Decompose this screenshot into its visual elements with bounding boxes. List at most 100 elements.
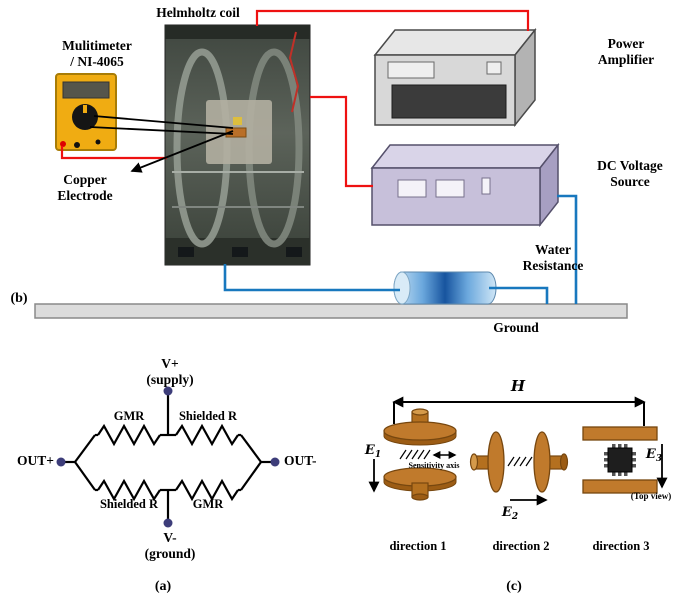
v-plus-text: V+: [161, 356, 179, 371]
bridge-terminals: [56, 386, 280, 528]
top-view-text: (Top view): [630, 491, 672, 501]
multimeter-dial: [72, 104, 98, 130]
dc-switch: [481, 177, 491, 195]
v-plus-terminal: [163, 386, 173, 396]
h-field-text: H: [510, 377, 526, 395]
direction-3-text: direction 3: [592, 539, 650, 553]
v-minus-terminal: [163, 518, 173, 528]
resistor-label-bottom-left: Shielded R: [84, 497, 174, 512]
dc-voltage-line1: DC Voltage: [597, 158, 663, 173]
gmr-chip: [604, 444, 636, 476]
power-amplifier-line2: Amplifier: [597, 51, 655, 67]
panel-b-text: (b): [10, 291, 28, 306]
resistor-shielded-top-right: [175, 423, 239, 447]
sensitivity-axis-text: Sensitivity axis: [408, 461, 460, 470]
direction-2-text: direction 2: [492, 539, 550, 553]
resistor-label-bottom-right: GMR: [178, 497, 238, 512]
blue-wire-dc-to-ground: [557, 194, 578, 304]
amplifier-button: [486, 61, 502, 75]
ground-bar: [34, 303, 628, 319]
copper-electrode-line2: Electrode: [57, 187, 113, 203]
e1-sub: 1: [374, 450, 382, 460]
dc-voltage-line2: Source: [610, 173, 650, 189]
water-resistance-cylinder: [393, 271, 497, 305]
ground-label: Ground: [478, 320, 554, 336]
blue-wire-water-to-ground: [489, 286, 549, 304]
out-minus-text: OUT-: [284, 453, 317, 468]
panel-a-text: (a): [154, 579, 172, 594]
copper-electrode-arrow: [130, 130, 234, 173]
resistor-bottom-left-text: Shielded R: [99, 497, 158, 511]
direction-3-assembly: [582, 426, 668, 494]
panel-c-text: (c): [506, 579, 522, 594]
water-resistance-line1: Water: [535, 242, 571, 257]
e3-sub: 3: [655, 454, 663, 464]
multimeter-device: [55, 73, 117, 151]
e3-base: E: [645, 447, 656, 462]
h-field-arrow: [392, 396, 646, 426]
resistor-top-right-text: Shielded R: [178, 409, 237, 423]
resistor-gmr-bottom-right: [175, 478, 239, 502]
resistor-bottom-right-text: GMR: [192, 497, 224, 511]
top-view-label: (Top view): [620, 491, 682, 502]
out-minus-terminal: [270, 457, 280, 467]
multimeter-label: Mulitimeter / NI-4065: [36, 38, 158, 70]
panel-a-label: (a): [146, 579, 180, 596]
v-minus-label: V- (ground): [138, 530, 202, 562]
multimeter-screen: [62, 81, 110, 99]
direction-3-label: direction 3: [577, 539, 665, 554]
copper-electrode-label: Copper Electrode: [33, 172, 137, 204]
direction-1-assembly: [368, 408, 457, 501]
v-plus-label: V+ (supply): [138, 356, 202, 388]
helmholtz-coil-label: Helmholtz coil: [128, 5, 268, 21]
red-wires: [60, 9, 530, 188]
amplifier-display: [387, 61, 435, 79]
blue-wires: [223, 194, 578, 304]
bridge-circuit: [62, 393, 274, 521]
dc-voltage-source-label: DC Voltage Source: [576, 158, 684, 190]
out-minus-label: OUT-: [284, 453, 344, 469]
v-minus-text: V-: [163, 530, 177, 545]
out-plus-label: OUT+: [0, 453, 54, 469]
e1-label: E1: [360, 443, 386, 461]
power-amplifier-label: Power Amplifier: [574, 36, 678, 68]
sensitivity-hatch-2: [507, 456, 533, 467]
power-amplifier-line1: Power: [607, 36, 645, 51]
v-plus-note: (supply): [146, 371, 194, 387]
multimeter-line1: Mulitimeter: [62, 38, 132, 53]
red-wire-coil-to-dc-source: [310, 95, 373, 188]
probe-wires: [89, 115, 234, 135]
panel-b-label: (b): [2, 291, 36, 308]
direction-1-label: direction 1: [374, 539, 462, 554]
water-resistance-label: Water Resistance: [503, 242, 603, 274]
v-minus-note: (ground): [144, 545, 196, 561]
sensitivity-hatch: [399, 449, 431, 460]
multimeter-port-black: [74, 142, 80, 148]
copper-electrode-in-photo: [225, 127, 247, 138]
amplifier-screen: [391, 84, 507, 119]
multimeter-port-red: [60, 141, 66, 147]
e3-label: E3: [641, 447, 667, 465]
helmholtz-coil-text: Helmholtz coil: [156, 5, 240, 20]
dc-display-right: [435, 179, 465, 198]
direction1-top-disc: [383, 421, 457, 441]
resistor-gmr-top-left: [97, 423, 161, 447]
e2-sub: 2: [511, 512, 519, 522]
power-amplifier-box: [373, 27, 537, 128]
resistor-label-top-right: Shielded R: [163, 409, 253, 424]
red-wire-coil-to-amplifier: [255, 9, 530, 31]
water-resistance-line2: Resistance: [522, 257, 584, 273]
blue-wire-coil-to-water: [223, 264, 400, 292]
direction-2-assembly: [469, 431, 569, 506]
copper-electrode-line1: Copper: [63, 172, 107, 187]
resistor-label-top-left: GMR: [99, 409, 159, 424]
helmholtz-coil-photo: [164, 24, 311, 266]
direction-1-text: direction 1: [389, 539, 447, 553]
out-plus-terminal: [56, 457, 66, 467]
direction-2-label: direction 2: [477, 539, 565, 554]
sensitivity-axis-label: Sensitivity axis: [397, 461, 471, 470]
direction3-top-bar: [582, 426, 658, 441]
direction2-left-disc: [487, 431, 505, 493]
